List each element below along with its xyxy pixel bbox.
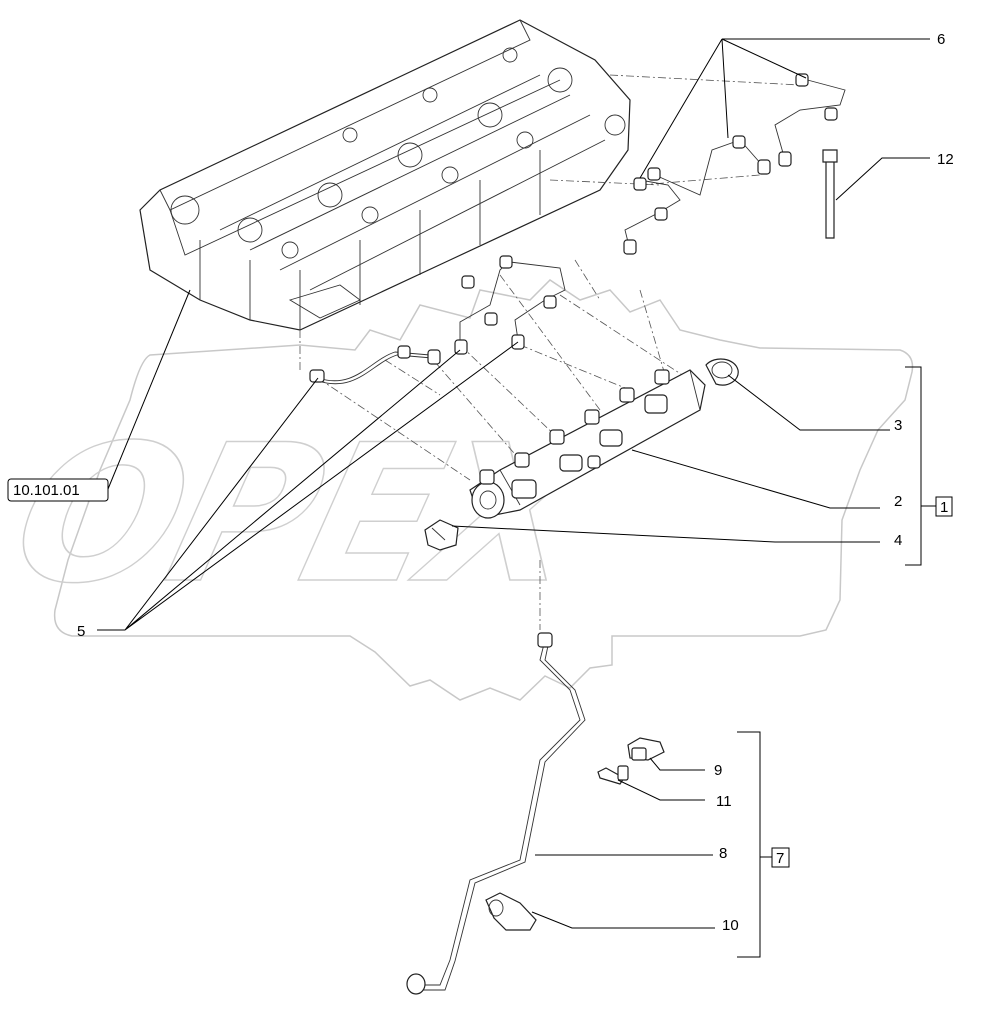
- small-parts-group-7: [485, 737, 665, 931]
- reference-label: 10.101.01: [13, 482, 80, 499]
- callout-1: 1: [940, 499, 948, 516]
- callout-3: 3: [894, 417, 902, 434]
- callout-11: 11: [716, 793, 732, 810]
- callout-7-box: 7: [771, 847, 790, 868]
- injection-pipes-upper: [623, 73, 846, 255]
- callout-5: 5: [77, 623, 85, 640]
- callout-6: 6: [937, 31, 945, 48]
- watermark: OPEX: [0, 279, 914, 701]
- callout-7: 7: [776, 850, 784, 867]
- stud-part-12: [822, 149, 838, 239]
- watermark-gear: [53, 279, 914, 701]
- fuel-rail: [424, 358, 739, 551]
- callout-1-box: 1: [935, 496, 953, 517]
- callout-10: 10: [722, 917, 739, 934]
- leader-lines: [97, 38, 936, 958]
- callout-2: 2: [894, 493, 902, 510]
- fuel-pipe-part-8: [406, 632, 586, 995]
- alignment-lines: [299, 74, 801, 630]
- reference-box[interactable]: 10.101.01: [7, 478, 109, 502]
- callout-8: 8: [719, 845, 727, 862]
- callout-4: 4: [894, 532, 902, 549]
- callout-9: 9: [714, 762, 722, 779]
- cylinder-head: [139, 19, 631, 331]
- callout-12: 12: [937, 151, 954, 168]
- injection-pipes: [309, 255, 566, 385]
- watermark-text: OPEX: [0, 404, 617, 626]
